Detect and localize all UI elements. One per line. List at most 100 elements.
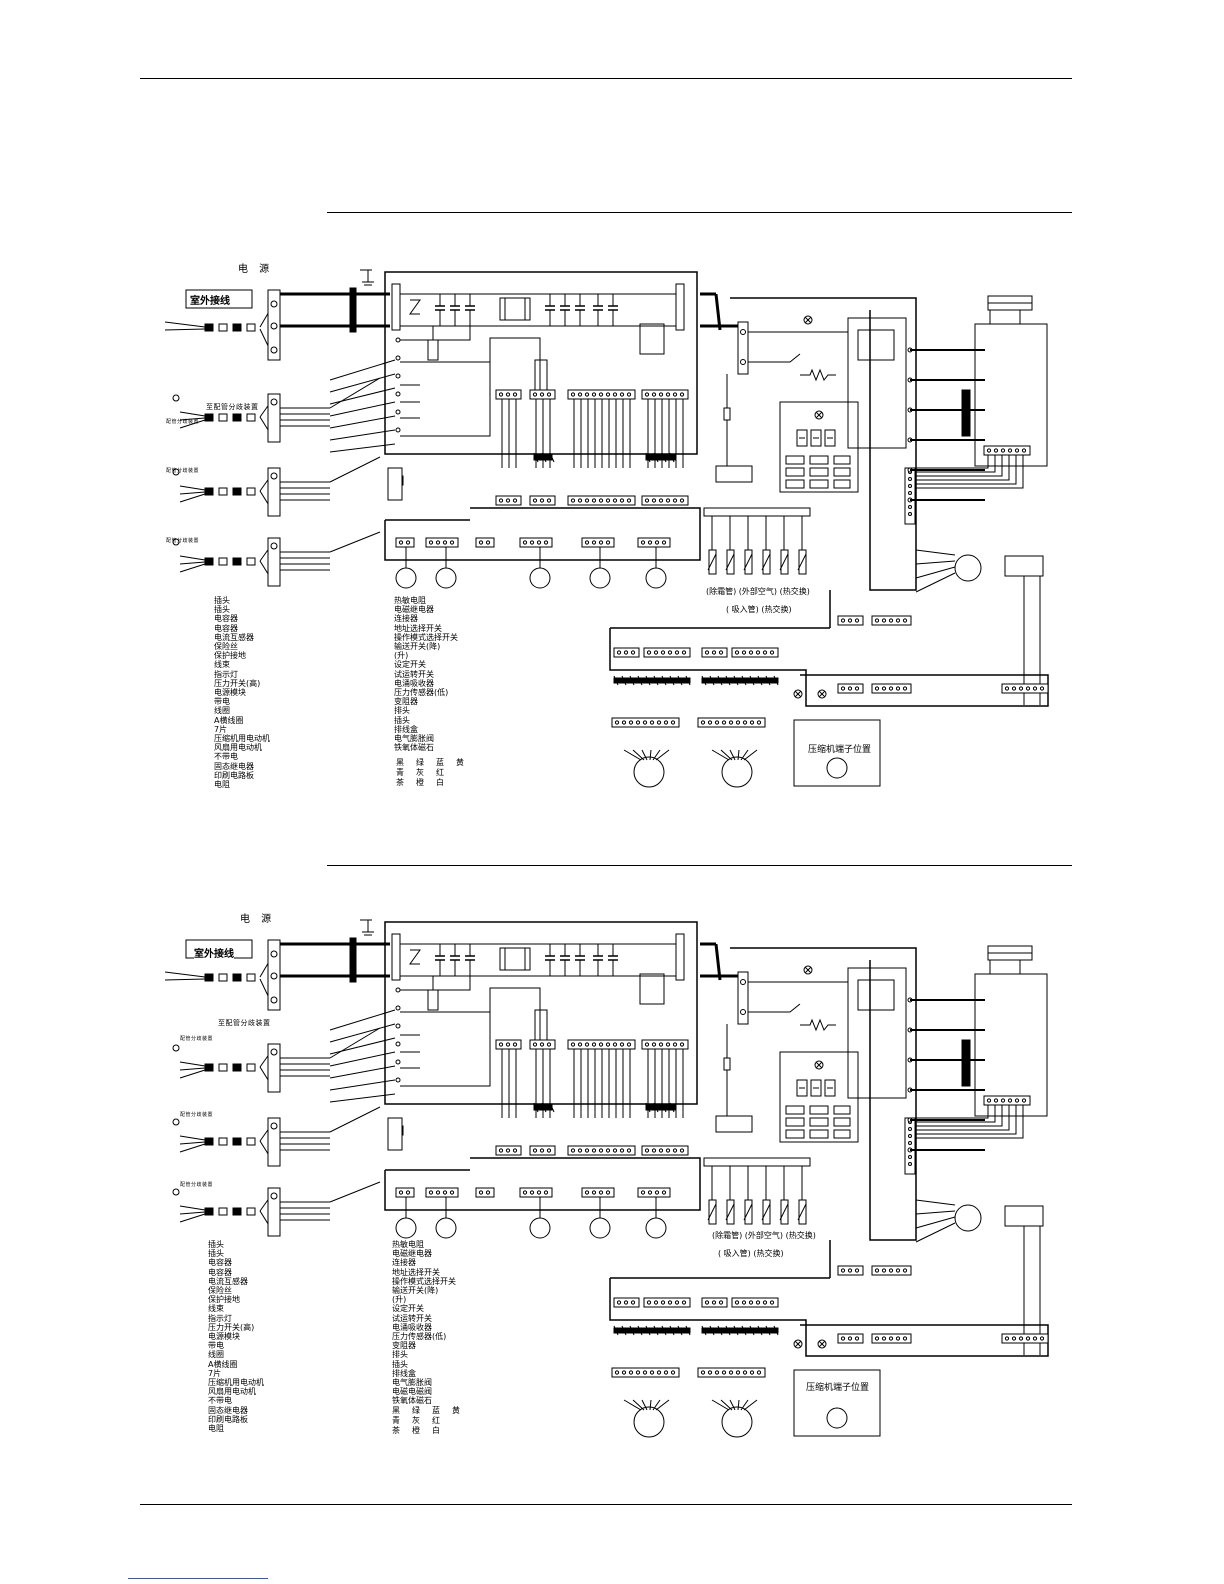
cable-stripe [232, 557, 242, 566]
dip-switch [785, 479, 805, 489]
connector-pin [714, 720, 720, 725]
motor-icon [395, 567, 417, 589]
terminal-pin [908, 505, 912, 509]
diode-bridge-frame [847, 967, 907, 1099]
signal-wire [916, 455, 996, 473]
connector-pin [619, 392, 625, 397]
legend-item: 操作模式选择开关 [392, 1276, 456, 1286]
connector-pin [881, 1336, 887, 1341]
connector-pin [647, 1190, 653, 1195]
connector-pin [398, 540, 404, 545]
connector [641, 389, 689, 400]
pcb-pin [395, 1077, 401, 1083]
cable-stripe [218, 973, 228, 982]
connector-pin [895, 618, 901, 623]
connector-pin [591, 1042, 597, 1047]
connector-pin [847, 618, 853, 623]
connector-pin [428, 1190, 434, 1195]
ground-icon [270, 1048, 278, 1056]
motor-wire [915, 560, 956, 565]
connector-pin [644, 1042, 650, 1047]
connector-pin [741, 650, 747, 655]
expansion-valve-icon [721, 1406, 753, 1438]
signal-wire [916, 1105, 1010, 1131]
connector [983, 445, 1031, 456]
connector-pin [405, 1190, 411, 1195]
motor-wire [915, 1199, 956, 1206]
pcb-trace [400, 362, 491, 437]
connector-pin [660, 650, 666, 655]
color-cell: 绿 [412, 1406, 420, 1415]
signal-wire [329, 429, 396, 441]
harness-hatch [749, 675, 755, 686]
pcb-pin [395, 373, 401, 379]
connector-pin [734, 650, 740, 655]
connector-pin [532, 392, 538, 397]
connector [425, 1187, 459, 1198]
cable-stripe [204, 487, 214, 496]
connector-pin [512, 1148, 518, 1153]
switch-icon [748, 353, 801, 363]
pcb-trace [400, 976, 471, 991]
ferrite-core-icon [349, 287, 357, 333]
ground-terminal [387, 467, 403, 501]
valve-lead [720, 749, 733, 761]
branch-wire [329, 377, 381, 409]
connector-pin [485, 1190, 491, 1195]
legend-item: 印刷电路板 [208, 1414, 248, 1424]
harness-hatch [749, 1325, 755, 1336]
connector-pin [660, 1300, 666, 1305]
choke-coil-icon [499, 297, 531, 321]
color-cell: 黄 [456, 758, 464, 767]
outdoor-wiring-label: 室外接线 [190, 296, 230, 307]
color-cell: 蓝 [436, 758, 444, 767]
legend-item: 压力开关(高) [208, 1322, 255, 1332]
connector-pin [505, 1148, 511, 1153]
color-cell: 红 [432, 1416, 440, 1425]
dip-switch [833, 455, 851, 465]
connector-pin [656, 1370, 662, 1375]
diode-bridge-icon [857, 329, 895, 361]
thermistor-icon [761, 553, 771, 571]
branch-label-c: 配管分歧装置 [180, 1182, 214, 1188]
connector-pin [840, 618, 846, 623]
footer-link-underline[interactable] [128, 1578, 268, 1579]
color-cell: 黑 [392, 1406, 400, 1415]
legend-item: 输送开关(降) [392, 1286, 439, 1296]
connector-pin [635, 1370, 641, 1375]
connector-pin [881, 618, 887, 623]
wiring-schematic [164, 269, 1049, 788]
connector-pin [1018, 686, 1024, 691]
connector-pin [598, 1190, 604, 1195]
valve-lead [623, 1399, 642, 1411]
connector-pin [667, 1300, 673, 1305]
connector-pin [614, 720, 620, 725]
connector-pin [840, 1336, 846, 1341]
connector-pin [658, 1042, 664, 1047]
cable-stripe [232, 1063, 242, 1072]
connector-pin [442, 1190, 448, 1195]
connector-pin [769, 1300, 775, 1305]
wire [179, 1205, 206, 1211]
terminal-pin [908, 477, 912, 481]
terminal-screw [740, 1009, 746, 1015]
harness-hatch [757, 1325, 763, 1336]
harness-hatch [653, 675, 659, 686]
thermistor-icon [779, 1203, 789, 1221]
legend-item: 指示灯 [208, 1313, 232, 1323]
cable-stripe [204, 1137, 214, 1146]
connector-pin [628, 1370, 634, 1375]
cable-stripe [218, 1063, 228, 1072]
thermistor-header [703, 1157, 811, 1167]
connector-pin [605, 498, 611, 503]
signal-wire [329, 1093, 396, 1103]
legend-item: 插头 [208, 1249, 224, 1259]
legend-item: 试运转开关 [394, 669, 434, 679]
connector-pin [672, 498, 678, 503]
valve-lead [737, 749, 740, 761]
connector-pin [665, 1148, 671, 1153]
motor-wire [915, 1216, 956, 1229]
cable-stripe [232, 323, 242, 332]
terminal-block [267, 393, 281, 443]
connector-pin [661, 540, 667, 545]
